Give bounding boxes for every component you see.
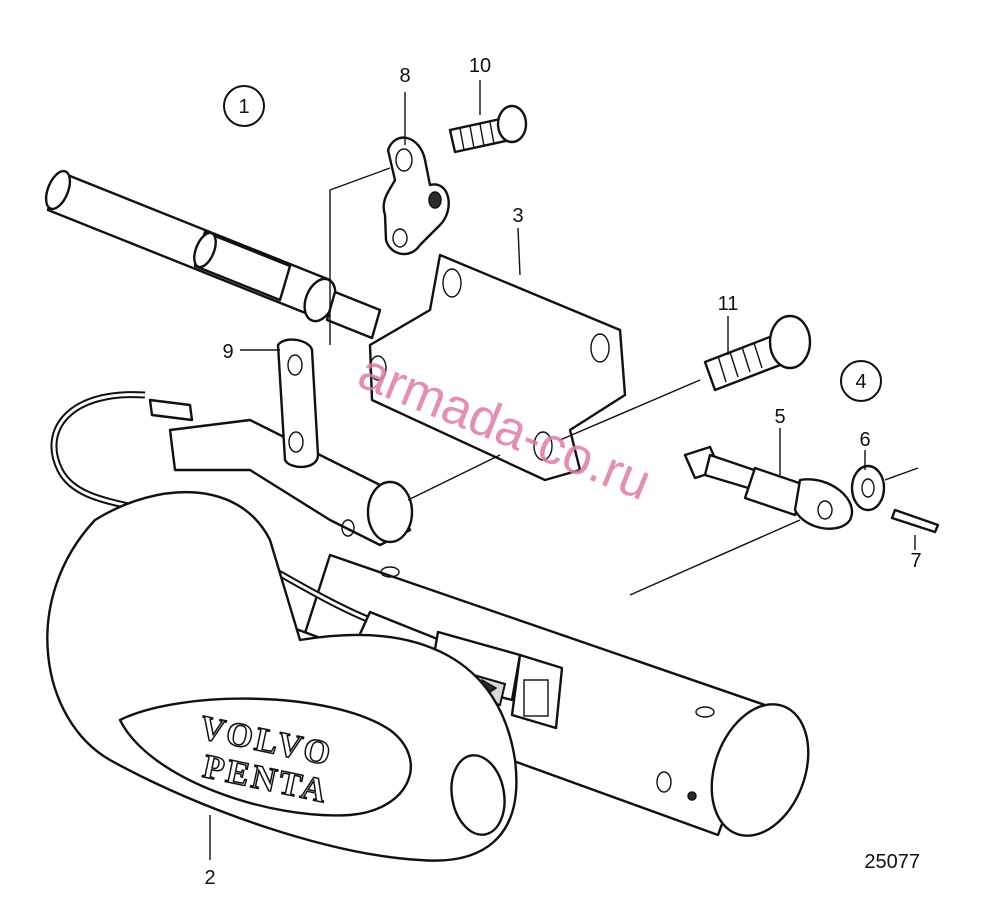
clamp-plate: [276, 338, 320, 469]
callout-2: 2: [204, 867, 215, 889]
yoke-linkage: [148, 398, 414, 547]
screw-10: [448, 104, 528, 154]
callout-5: 5: [774, 406, 785, 428]
washer-6: [850, 464, 886, 512]
callout-7: 7: [910, 550, 921, 572]
callout-4: 4: [855, 371, 866, 393]
callout-9: 9: [222, 341, 233, 363]
motor-housing: VOLVO PENTA: [46, 490, 518, 862]
callout-3: 3: [512, 205, 523, 227]
callout-circle-1: 1: [223, 85, 265, 127]
callout-1: 1: [238, 96, 249, 118]
callout-10: 10: [469, 55, 491, 77]
mounting-bracket: [368, 253, 627, 482]
cotter-pin-7: [890, 508, 940, 534]
callout-6: 6: [859, 429, 870, 451]
callout-11: 11: [718, 293, 739, 315]
figure-number: 25077: [864, 851, 920, 873]
leader-lines: [209, 80, 919, 860]
callout-8: 8: [399, 65, 410, 87]
callout-circle-4: 4: [840, 360, 882, 402]
ball-joint-rod: [683, 445, 854, 530]
cable-clamp: [382, 136, 450, 256]
control-cable: [44, 169, 382, 340]
screw-11: [703, 314, 812, 392]
